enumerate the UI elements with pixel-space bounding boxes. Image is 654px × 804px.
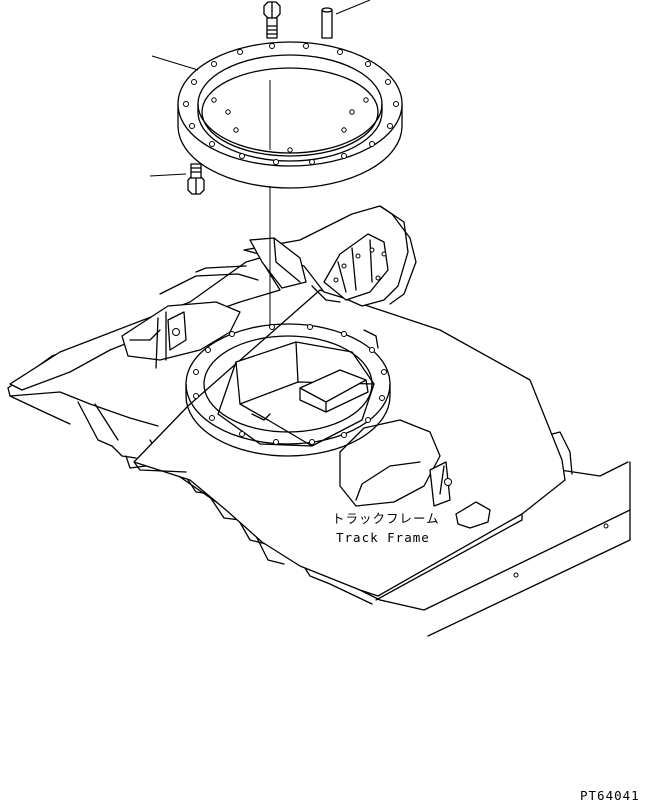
- right-cutout: [339, 329, 491, 529]
- rear-arch: [243, 205, 417, 307]
- figure-code: PT64041: [580, 788, 640, 803]
- side-bolt: [149, 163, 205, 195]
- swing-circle-bolt-holes: [183, 43, 399, 165]
- swing-circle-leader: [151, 55, 199, 71]
- dowel-pin: [321, 0, 371, 39]
- frame-flange-bolt-holes: [193, 324, 387, 445]
- track-frame: [7, 257, 631, 637]
- track-frame-label-en: Track Frame: [336, 530, 430, 545]
- frame-swing-circle-mount: [185, 323, 391, 457]
- swing-circle-bearing: [177, 41, 403, 189]
- track-frame-label-jp: トラックフレーム: [332, 511, 440, 526]
- top-bolt: [263, 1, 281, 39]
